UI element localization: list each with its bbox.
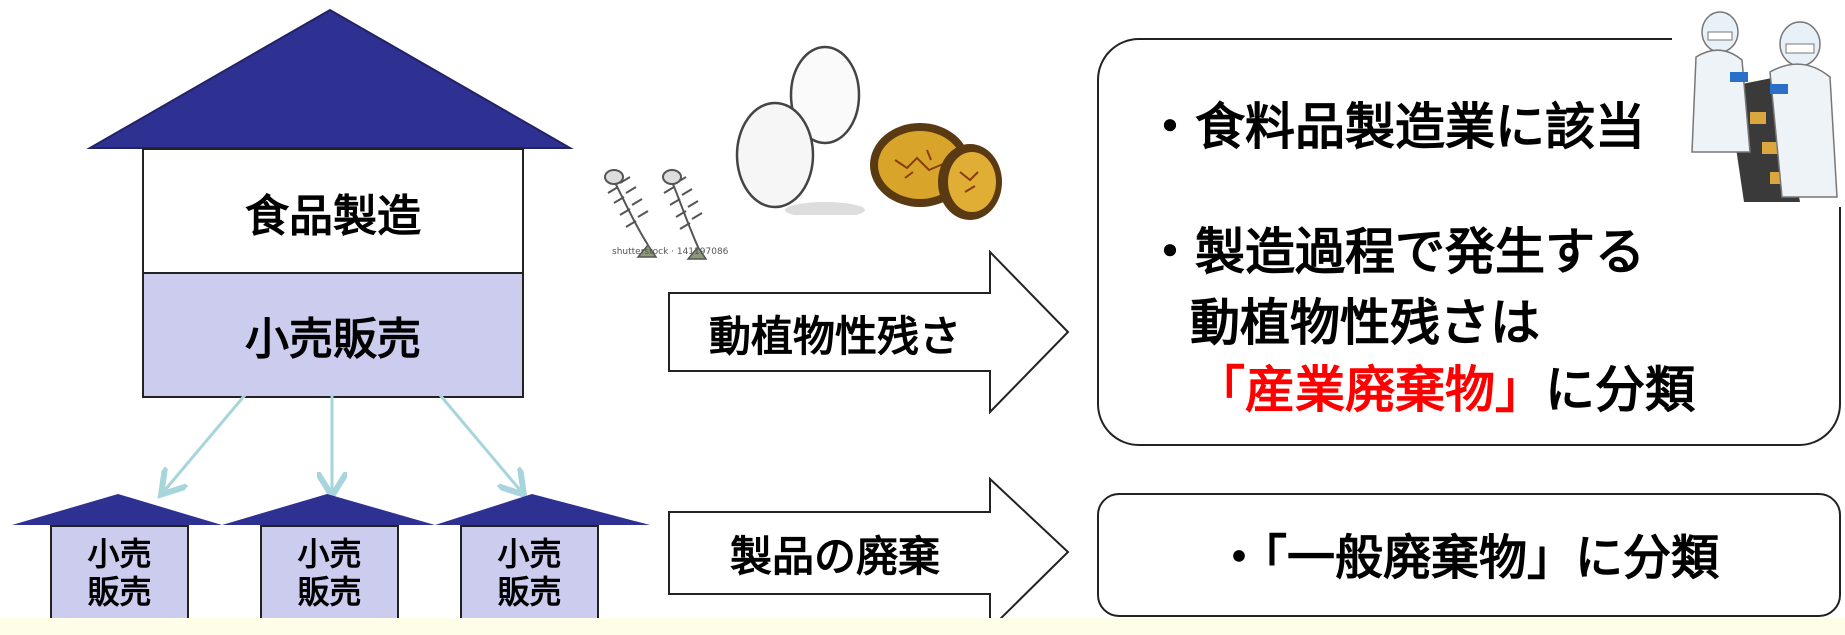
store-roof-2 [222,494,435,525]
store-3-line1: 小売 [497,535,562,573]
store-1-line1: 小売 [87,535,152,573]
store-1-line2: 販売 [87,573,152,611]
arrow-product-disposal [668,477,1070,632]
store-2-line1: 小売 [297,535,362,573]
main-building-roof [86,8,574,149]
food-manufacturing-box: 食品製造 [142,148,524,273]
food-manufacturing-label: 食品製造 [245,190,421,242]
photo-caption: shutterstock · 141197086 [612,247,729,257]
store-2: 小売 販売 [260,525,399,621]
classification-tail: に分類 [1545,361,1695,419]
general-waste-text: ・「一般廃棄物」に分類 [1214,530,1719,586]
store-roof-1 [12,494,222,525]
panel-classification-line: 「産業廃棄物」に分類 [1195,350,1695,422]
connector-arrow-right [438,394,520,490]
store-3: 小売 販売 [460,525,599,621]
general-waste-panel [1097,493,1841,617]
eggs-illustration [735,45,865,215]
connector-arrow-left [165,394,247,490]
bottom-band [0,618,1845,635]
retail-sales-box: 小売販売 [142,272,524,398]
store-roof-3 [435,494,650,525]
distribution-arrows [0,394,600,500]
industrial-waste-highlight: 「産業廃棄物」 [1195,361,1545,419]
factory-workers-illustration [1672,2,1842,207]
arrow-residue [668,249,1070,415]
arrow-residue-label: 動植物性残さ [708,311,961,361]
fish-bones-illustration [604,169,708,260]
panel-bullet-process-line1: ・製造過程で発生する [1145,223,1645,281]
store-roofs [12,494,650,525]
store-1: 小売 販売 [50,525,189,621]
panel-bullet-process-line2: 動植物性残さは [1190,294,1540,352]
chestnuts-illustration [870,123,1002,220]
arrow-product-disposal-label: 製品の廃棄 [729,531,940,581]
egg-back [789,45,861,145]
panel-bullet-food-industry: ・食料品製造業に該当 [1145,98,1645,156]
retail-sales-label: 小売販売 [245,314,421,365]
store-2-line2: 販売 [297,573,362,611]
egg-front [735,101,815,209]
store-3-line2: 販売 [497,573,562,611]
